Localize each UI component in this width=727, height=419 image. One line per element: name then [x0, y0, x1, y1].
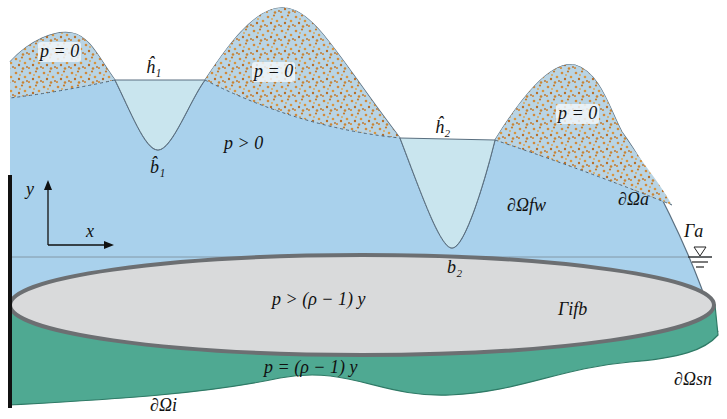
- boundary-label: ∂Ωa: [616, 190, 651, 210]
- region-label: p > 0: [222, 134, 265, 154]
- region-label: p = 0: [252, 62, 295, 82]
- lake: [400, 138, 495, 248]
- axes: [44, 180, 114, 249]
- region-label: p = 0: [38, 42, 81, 62]
- boundary-label: ∂Ωi: [148, 396, 179, 416]
- subglacial-lake-ellipse: [10, 255, 714, 355]
- bed-height-label: b₂: [445, 258, 464, 278]
- region-label: p > (ρ − 1) y: [270, 290, 367, 310]
- region-label: p = 0: [556, 104, 599, 124]
- boundary-label: Γa: [682, 222, 705, 242]
- water-level-symbol: [694, 247, 706, 256]
- boundary-label: Γifb: [556, 300, 589, 320]
- firn-zone: [495, 65, 672, 205]
- bed-height-label: b̂₁: [148, 158, 167, 178]
- boundary-label: ∂Ωsn: [672, 370, 714, 390]
- firn-zone: [10, 32, 115, 98]
- surface-height-label: ĥ₂: [433, 118, 452, 138]
- axis-label: y: [24, 180, 36, 200]
- lake: [115, 80, 205, 150]
- left-wall: [8, 175, 12, 408]
- firn-boundary: [10, 80, 672, 205]
- region-label: p = (ρ − 1) y: [262, 358, 359, 378]
- surface-height-label: ĥ₁: [144, 58, 163, 78]
- water-level-symbol: [688, 257, 712, 267]
- axis-label: x: [84, 222, 96, 242]
- boundary-label: ∂Ωfw: [505, 196, 548, 216]
